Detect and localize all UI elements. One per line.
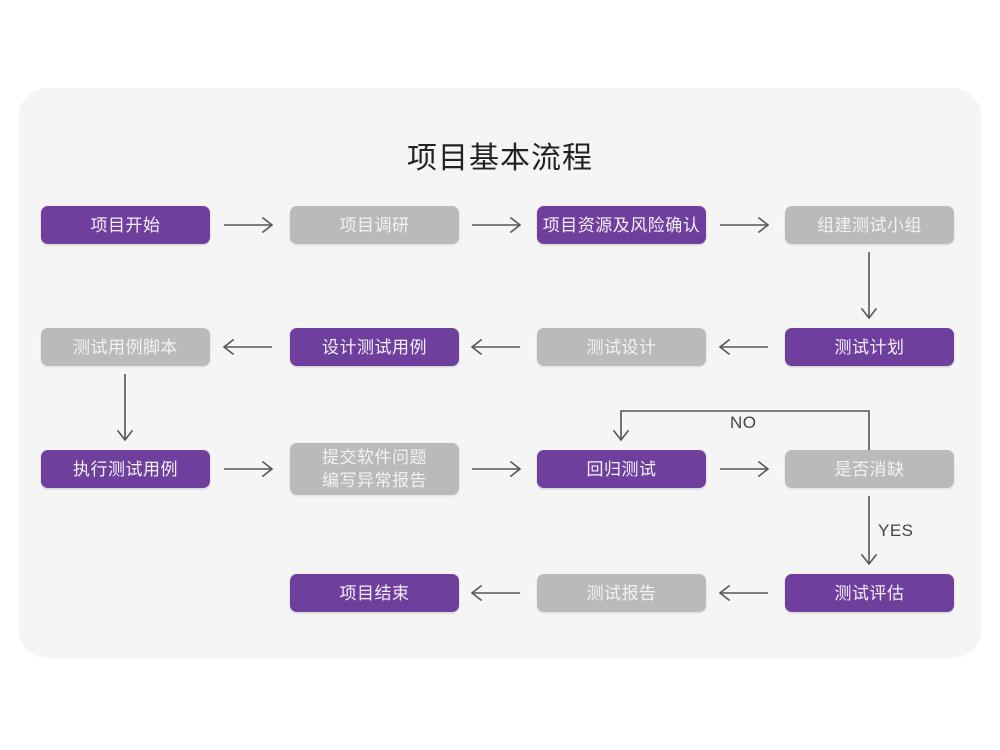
node-test-evaluation[interactable]: 测试评估 (785, 574, 954, 612)
flowchart-panel (18, 88, 982, 658)
node-defect-resolved-decision[interactable]: 是否消缺 (785, 450, 954, 488)
edge-label-yes: YES (878, 521, 914, 540)
node-execute-test-case[interactable]: 执行测试用例 (41, 450, 210, 488)
node-test-case-script[interactable]: 测试用例脚本 (41, 328, 210, 366)
node-project-survey[interactable]: 项目调研 (290, 206, 459, 244)
node-design-test-case[interactable]: 设计测试用例 (290, 328, 459, 366)
node-test-plan[interactable]: 测试计划 (785, 328, 954, 366)
node-resource-risk-confirm[interactable]: 项目资源及风险确认 (537, 206, 706, 244)
node-test-design[interactable]: 测试设计 (537, 328, 706, 366)
node-project-end[interactable]: 项目结束 (290, 574, 459, 612)
page-title: 项目基本流程 (407, 142, 593, 175)
node-test-report[interactable]: 测试报告 (537, 574, 706, 612)
node-project-start[interactable]: 项目开始 (41, 206, 210, 244)
edge-label-no: NO (730, 413, 757, 432)
node-regression-test[interactable]: 回归测试 (537, 450, 706, 488)
node-build-test-team[interactable]: 组建测试小组 (785, 206, 954, 244)
node-submit-defect-report[interactable]: 提交软件问题 编写异常报告 (290, 443, 459, 495)
